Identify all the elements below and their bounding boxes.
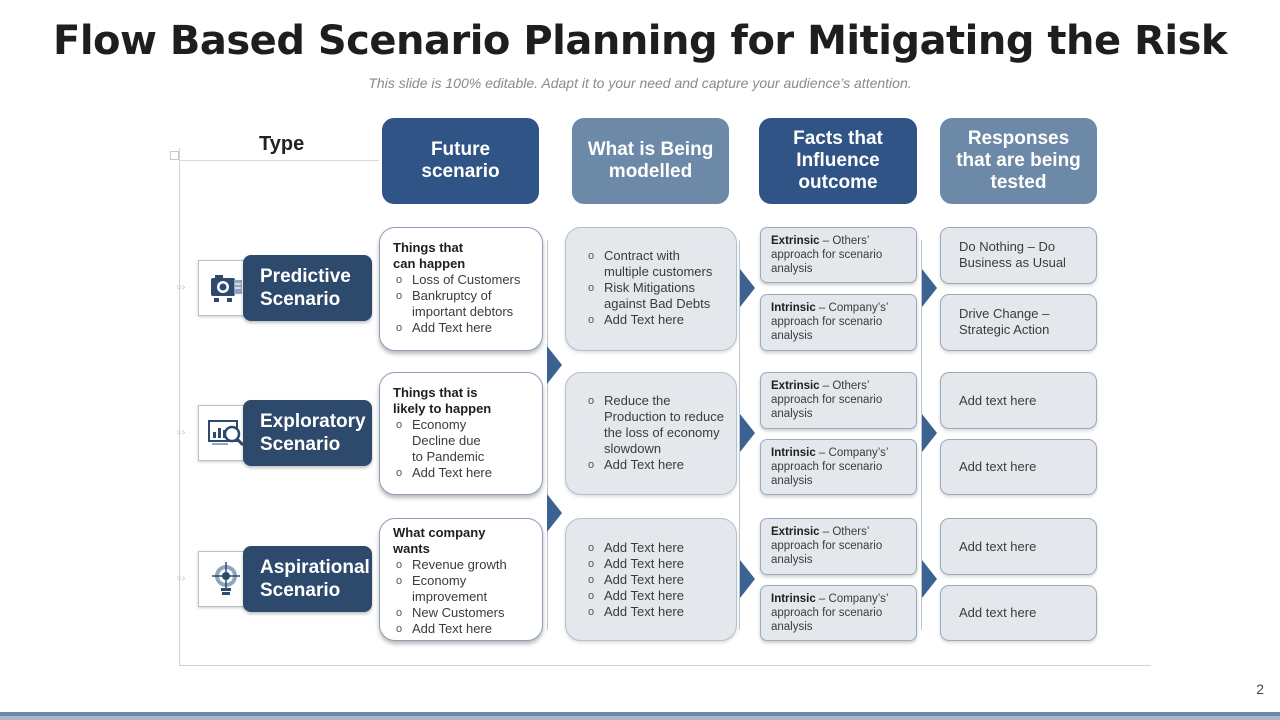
response-card: Add text here (940, 518, 1097, 575)
fact-type: Extrinsic (771, 380, 820, 392)
response-card: Do Nothing – Do Business as Usual (940, 227, 1097, 284)
fact-extrinsic-card: Extrinsic – Others’ approach for scenari… (760, 518, 917, 575)
future-scenario-card: Things that can happen Loss of Customers… (379, 227, 543, 351)
fact-intrinsic-card: Intrinsic – Company’s’ approach for scen… (760, 439, 917, 495)
list-item: Economy Decline due to Pandemic (393, 417, 493, 465)
future-card-heading: Things that can happen (393, 240, 466, 271)
flow-arrow (922, 269, 937, 307)
scenario-exploratory: Exploratory Scenario (198, 400, 372, 466)
fact-intrinsic-card: Intrinsic – Company’s’ approach for scen… (760, 294, 917, 351)
list-item: Add Text here (393, 621, 532, 637)
frame-horizontal-line (179, 665, 1151, 666)
scenario-name-suffix: Scenario (260, 289, 341, 310)
fact-extrinsic-card: Extrinsic – Others’ approach for scenari… (760, 372, 917, 429)
header-being-modelled: What is Being modelled (572, 118, 729, 204)
flow-arrow (740, 269, 755, 307)
modelled-card: Reduce the Production to reduce the loss… (565, 372, 737, 495)
fact-text: – Company’s’ approach for scenario analy… (771, 593, 888, 633)
list-item: Add Text here (585, 588, 724, 604)
row-connector: ○› (176, 282, 186, 293)
frame-corner-square (170, 151, 179, 160)
list-item: Add Text here (393, 320, 532, 336)
scenario-label: Predictive Scenario (243, 255, 372, 321)
type-label: Type (259, 133, 305, 155)
scenario-name-suffix: Scenario (260, 580, 341, 601)
list-item: Add Text here (585, 457, 724, 473)
column-separator (739, 240, 740, 630)
slide-subtitle: This slide is 100% editable. Adapt it to… (368, 75, 912, 91)
fact-intrinsic-card: Intrinsic – Company’s’ approach for scen… (760, 585, 917, 641)
list-item: Add Text here (393, 465, 532, 481)
scenario-predictive: Predictive Scenario (198, 255, 372, 321)
header-facts-influence: Facts that Influence outcome (759, 118, 917, 204)
row-connector: ○› (176, 427, 186, 438)
future-card-heading: Things that is likely to happen (393, 385, 492, 416)
list-item: Add Text here (585, 572, 724, 588)
list-item: Revenue growth (393, 557, 532, 573)
list-item: Add Text here (585, 312, 724, 328)
footer-bar-accent (0, 716, 1280, 720)
scenario-name-suffix: Scenario (260, 434, 341, 455)
list-item: Bankruptcy of important debtors (393, 288, 532, 320)
slide-title: Flow Based Scenario Planning for Mitigat… (53, 18, 1228, 64)
scenario-label: Aspirational Scenario (243, 546, 372, 612)
fact-text: – Others’ approach for scenario analysis (771, 235, 883, 275)
list-item: Loss of Customers (393, 272, 532, 288)
list-item: Economy improvement (393, 573, 532, 605)
list-item: Add Text here (585, 540, 724, 556)
future-scenario-card: Things that is likely to happen Economy … (379, 372, 543, 495)
response-card: Add text here (940, 439, 1097, 495)
row-connector: ○› (176, 573, 186, 584)
column-separator (547, 240, 548, 630)
fact-extrinsic-card: Extrinsic – Others’ approach for scenari… (760, 227, 917, 283)
fact-text: – Others’ approach for scenario analysis (771, 380, 883, 420)
fact-type: Intrinsic (771, 593, 816, 605)
flow-arrow (922, 414, 937, 452)
modelled-card: Add Text here Add Text here Add Text her… (565, 518, 737, 641)
list-item: Risk Mitigations against Bad Debts (585, 280, 724, 312)
scenario-name: Aspirational (260, 557, 370, 578)
page-number: 2 (1256, 681, 1264, 697)
fact-type: Intrinsic (771, 302, 816, 314)
response-card: Add text here (940, 372, 1097, 429)
list-item: Add Text here (585, 556, 724, 572)
flow-arrow (740, 414, 755, 452)
flow-arrow (547, 346, 562, 384)
header-responses-tested: Responses that are being tested (940, 118, 1097, 204)
response-card: Add text here (940, 585, 1097, 641)
frame-vertical-line (179, 148, 180, 666)
fact-type: Intrinsic (771, 447, 816, 459)
frame-top-line (179, 160, 379, 161)
future-card-heading: What company wants (393, 525, 486, 556)
footer-bar (0, 712, 1280, 716)
list-item: Contract with multiple customers (585, 248, 724, 280)
fact-text: – Company’s’ approach for scenario analy… (771, 302, 888, 342)
header-future-scenario: Future scenario (382, 118, 539, 204)
fact-type: Extrinsic (771, 235, 820, 247)
fact-type: Extrinsic (771, 526, 820, 538)
fact-text: – Others’ approach for scenario analysis (771, 526, 883, 566)
flow-arrow (547, 494, 562, 532)
list-item: Add Text here (585, 604, 724, 620)
flow-arrow (922, 560, 937, 598)
scenario-name: Exploratory (260, 411, 366, 432)
response-card: Drive Change – Strategic Action (940, 294, 1097, 351)
list-item: Reduce the Production to reduce the loss… (585, 393, 724, 457)
modelled-card: Contract with multiple customers Risk Mi… (565, 227, 737, 351)
future-scenario-card: What company wants Revenue growth Econom… (379, 518, 543, 641)
list-item: New Customers (393, 605, 532, 621)
scenario-name: Predictive (260, 266, 351, 287)
scenario-label: Exploratory Scenario (243, 400, 372, 466)
column-separator (921, 240, 922, 630)
scenario-aspirational: Aspirational Scenario (198, 546, 372, 612)
fact-text: – Company’s’ approach for scenario analy… (771, 447, 888, 487)
flow-arrow (740, 560, 755, 598)
